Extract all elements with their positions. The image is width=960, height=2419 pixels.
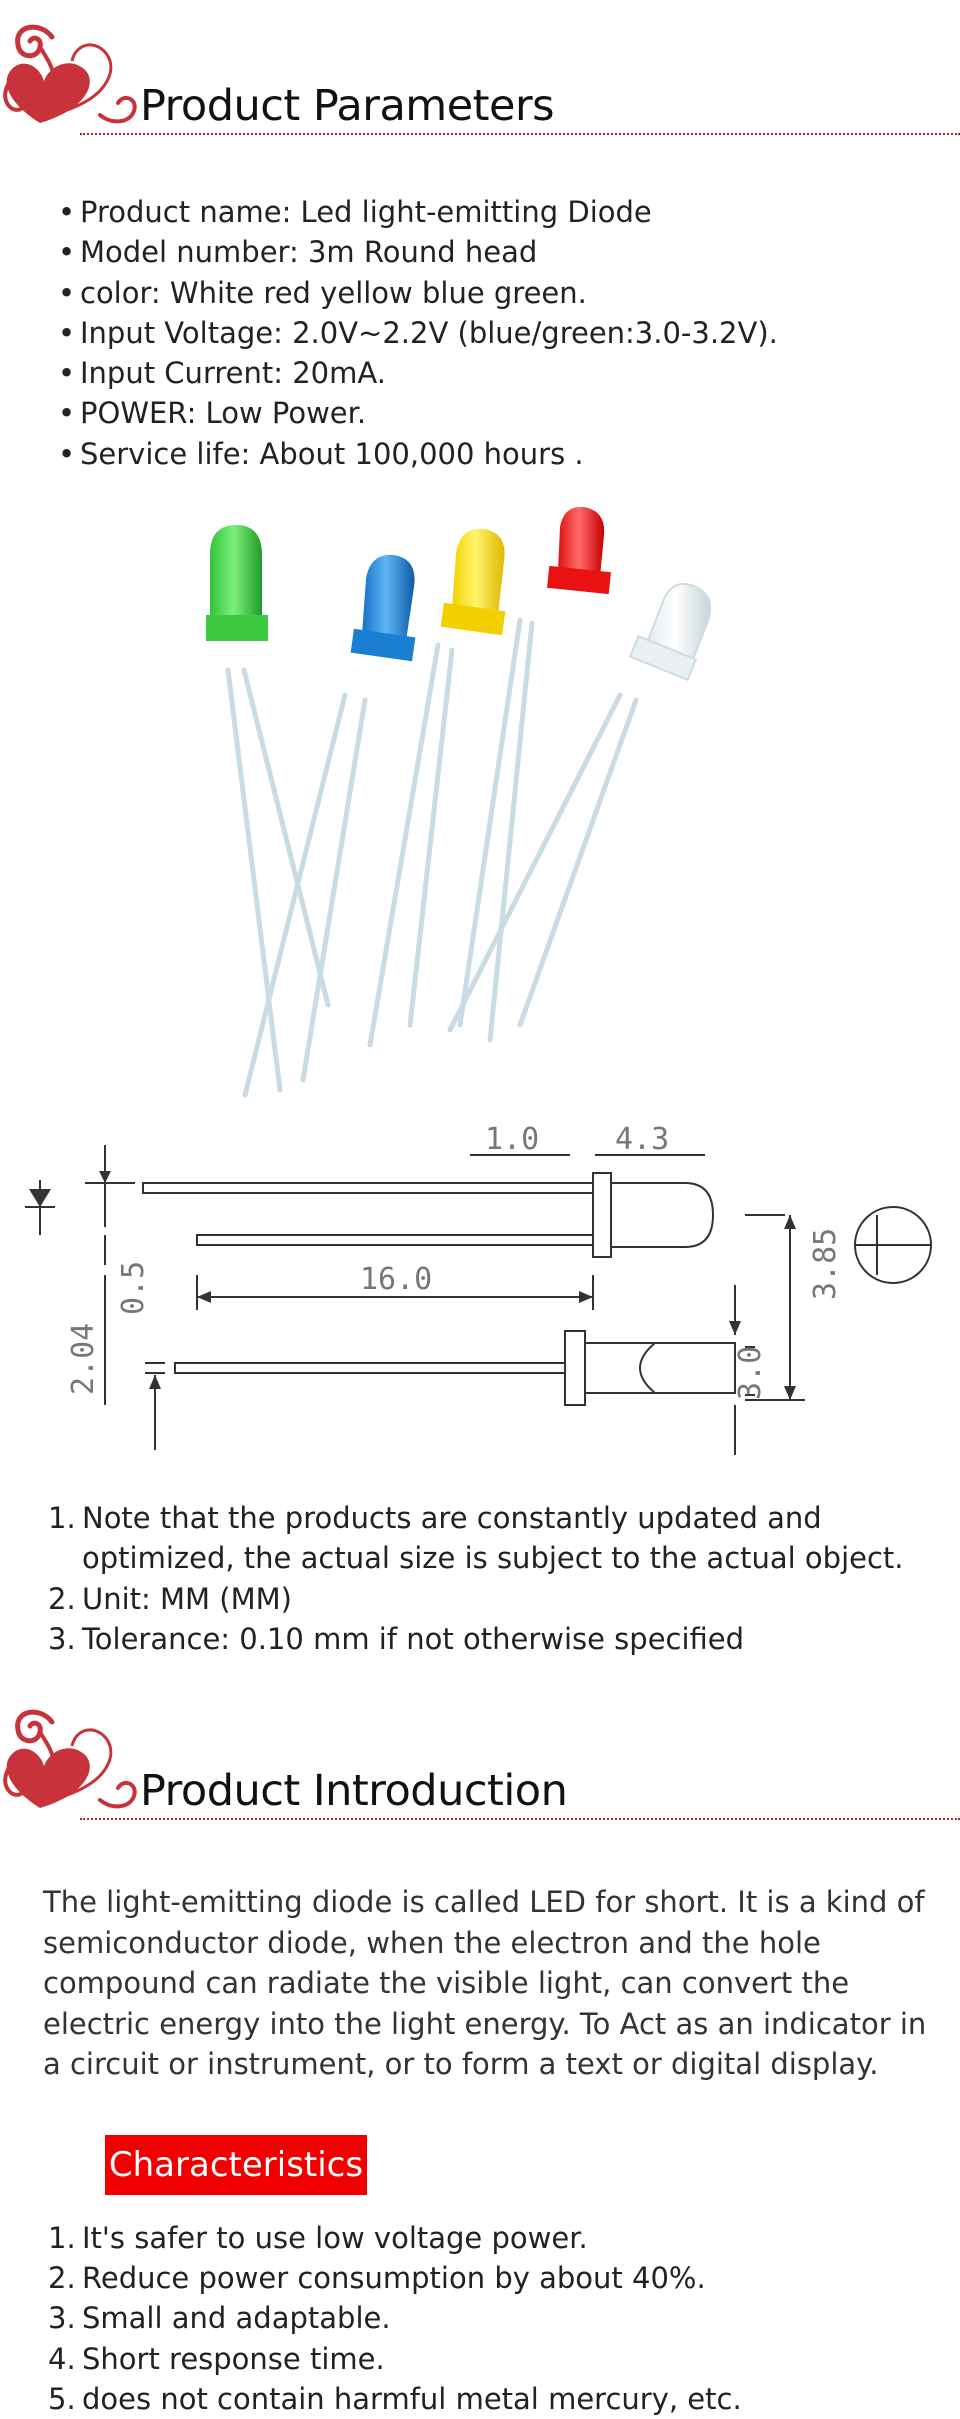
list-item: Service life: About 100,000 hours . — [58, 434, 778, 474]
parameter-list: Product name: Led light-emitting Diode M… — [58, 192, 778, 474]
list-item: Product name: Led light-emitting Diode — [58, 192, 778, 232]
list-number: 2. — [48, 1581, 76, 1616]
dimension-label: 16.0 — [360, 1262, 432, 1297]
list-item: 1.It's safer to use low voltage power. — [48, 2218, 742, 2258]
list-item: Input Voltage: 2.0V~2.2V (blue/green:3.0… — [58, 313, 778, 353]
list-item: 2.Reduce power consumption by about 40%. — [48, 2258, 742, 2298]
list-text: It's safer to use low voltage power. — [82, 2221, 588, 2255]
section-title: Product Introduction — [140, 1766, 568, 1816]
led-product-photo — [206, 506, 712, 1098]
list-item: color: White red yellow blue green. — [58, 273, 778, 313]
heart-swirl-icon — [3, 24, 137, 124]
list-item: 2.Unit: MM (MM) — [48, 1579, 948, 1619]
list-number: 2. — [48, 2261, 76, 2296]
section-divider — [80, 133, 960, 135]
dimension-label: 4.3 — [615, 1125, 669, 1157]
list-text: does not contain harmful metal mercury, … — [82, 2381, 742, 2416]
list-text: Reduce power consumption by about 40%. — [82, 2261, 706, 2296]
list-item: 3.Tolerance: 0.10 mm if not otherwise sp… — [48, 1619, 948, 1659]
list-item: 3.Small and adaptable. — [48, 2298, 742, 2338]
list-number: 3. — [48, 2301, 76, 2336]
section-title: Product Parameters — [140, 81, 555, 131]
section-divider — [80, 1818, 960, 1820]
list-item: POWER: Low Power. — [58, 393, 778, 433]
list-text: Note that the products are constantly up… — [82, 1501, 904, 1576]
list-item: 4.Short response time. — [48, 2339, 742, 2379]
list-number: 1. — [48, 2221, 76, 2255]
list-number: 5. — [48, 2381, 76, 2416]
list-item: 5.does not contain harmful metal mercury… — [48, 2379, 742, 2419]
list-number: 4. — [48, 2341, 76, 2376]
intro-paragraph: The light-emitting diode is called LED f… — [43, 1885, 927, 2081]
dimension-label: 0.5 — [116, 1261, 151, 1315]
dimension-label: 1.0 — [485, 1125, 539, 1157]
list-text: Small and adaptable. — [82, 2301, 391, 2336]
list-text: Tolerance: 0.10 mm if not otherwise spec… — [82, 1622, 745, 1657]
list-number: 1. — [48, 1501, 76, 1535]
list-text: Short response time. — [82, 2341, 385, 2376]
dimension-label: 2.04 — [66, 1323, 101, 1395]
dimension-label: 3.0 — [733, 1346, 768, 1400]
dimension-label: 3.85 — [808, 1228, 843, 1300]
list-item: 1.Note that the products are constantly … — [48, 1498, 948, 1579]
list-item: Model number: 3m Round head — [58, 232, 778, 272]
list-item: Input Current: 20mA. — [58, 353, 778, 393]
characteristics-badge: Characteristics — [105, 2135, 367, 2195]
list-text: Unit: MM (MM) — [82, 1581, 292, 1616]
heart-swirl-icon — [3, 1709, 137, 1809]
dimension-diagram: 1.0 4.3 16.0 0.5 2.04 3.85 3.0 — [25, 1125, 932, 1455]
section-header-introduction: Product Introduction — [0, 1700, 960, 1820]
notes-list: 1.Note that the products are constantly … — [48, 1498, 948, 1660]
list-number: 3. — [48, 1622, 76, 1657]
section-header-parameters: Product Parameters — [0, 15, 960, 135]
characteristics-list: 1.It's safer to use low voltage power. 2… — [48, 2218, 742, 2419]
